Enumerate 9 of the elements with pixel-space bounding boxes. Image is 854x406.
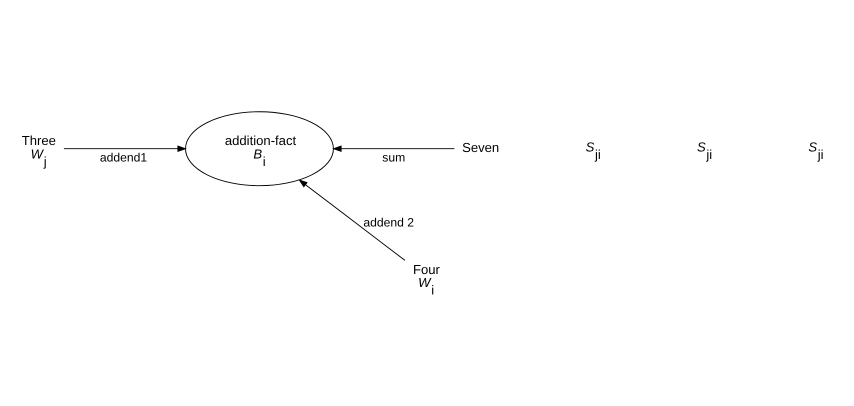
- node-text: Seven: [462, 140, 500, 156]
- arrow: [332, 145, 455, 152]
- node-text: Three: [22, 133, 56, 148]
- edge-label: addend1: [100, 150, 148, 164]
- arrow: [298, 179, 406, 261]
- edge-label: addend 2: [363, 215, 414, 230]
- arrow: [63, 145, 187, 152]
- node-text: Four: [412, 262, 440, 277]
- edge-label: sum: [382, 150, 406, 164]
